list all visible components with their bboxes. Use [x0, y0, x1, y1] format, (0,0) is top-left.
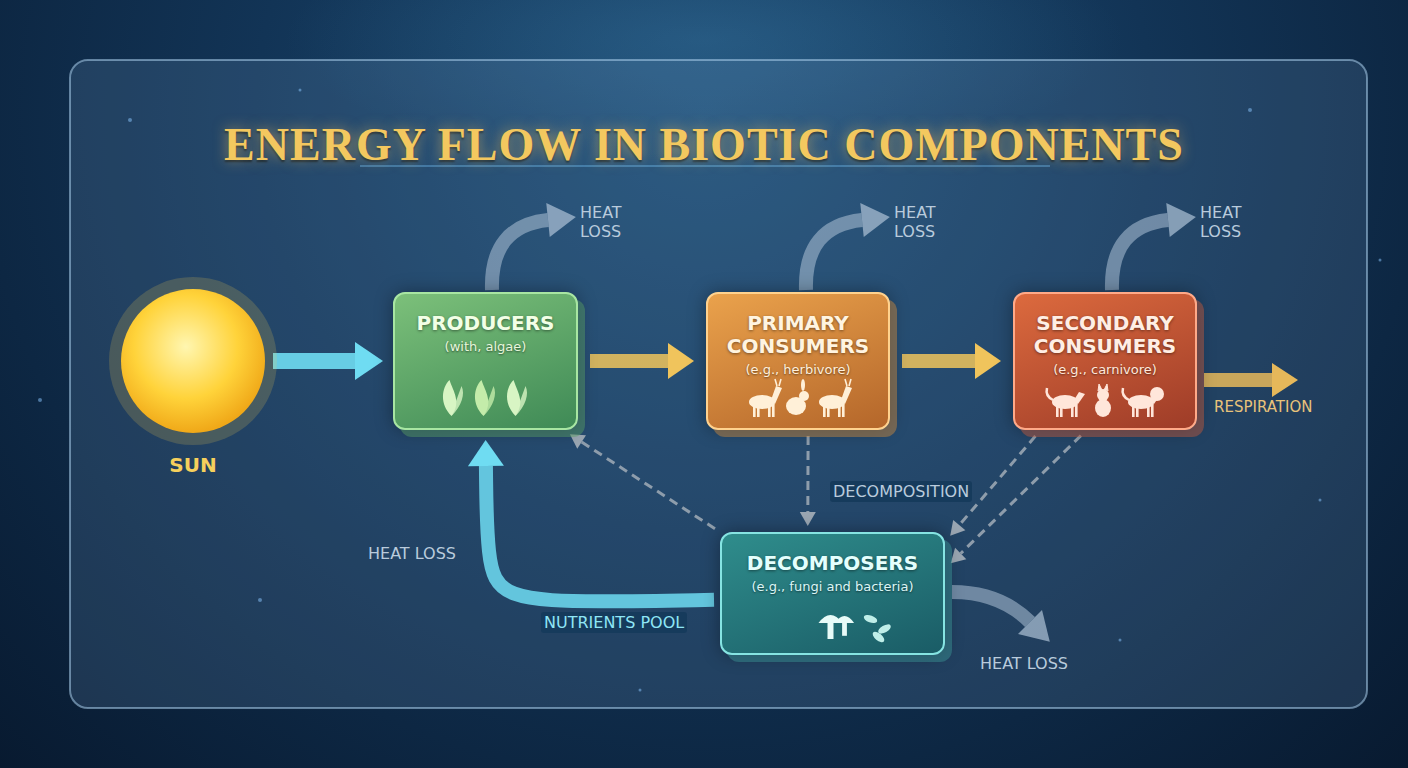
node-icon [395, 376, 576, 420]
node-icon [708, 376, 888, 420]
node-title: SECONDARY CONSUMERS [1023, 312, 1187, 358]
trophic-box: DECOMPOSERS (e.g., fungi and bacteria) [720, 532, 945, 655]
flow-arrow [486, 466, 714, 601]
edge-label: NUTRIENTS POOL [541, 612, 687, 633]
trophic-box: SECONDARY CONSUMERS (e.g., carnivore) [1013, 292, 1197, 430]
node-icon [1015, 376, 1195, 420]
heat-loss-label: HEAT LOSS [894, 203, 954, 241]
node-subtitle: (with, algae) [403, 339, 568, 354]
flow-arrow [273, 353, 355, 369]
flow-arrow [902, 354, 975, 368]
sun-shape [121, 289, 265, 433]
trophic-box: PRODUCERS (with, algae) [393, 292, 578, 430]
heat-loss-label: HEAT LOSS [368, 544, 478, 563]
panel [70, 60, 1367, 708]
node-icon [722, 601, 943, 645]
node-title: DECOMPOSERS [730, 552, 935, 575]
edge-label: DECOMPOSITION [830, 481, 972, 502]
heat-loss-label: HEAT LOSS [580, 203, 640, 241]
sun-circle: SUN [121, 289, 265, 433]
sparkles [38, 89, 1382, 692]
flow-arrow [582, 442, 715, 529]
node-title: PRIMARY CONSUMERS [716, 312, 880, 358]
heat-loss-label: HEAT LOSS [1200, 203, 1260, 241]
diagram-title: ENERGY FLOW IN BIOTIC COMPONENTS [104, 118, 1304, 171]
node-title: SUN [101, 453, 285, 477]
node-subtitle: (e.g., herbivore) [716, 362, 880, 377]
respiration-arrow [1204, 373, 1272, 387]
node-subtitle: (e.g., fungi and bacteria) [730, 579, 935, 594]
heat-loss-label: HEAT LOSS [980, 654, 1090, 673]
flow-arrow [806, 436, 809, 512]
flow-arrow [590, 354, 668, 368]
flow-arrow [961, 436, 1081, 554]
trophic-box: PRIMARY CONSUMERS (e.g., herbivore) [706, 292, 890, 430]
node-title: PRODUCERS [403, 312, 568, 335]
flow-label: RESPIRATION [1214, 398, 1344, 416]
node-subtitle: (e.g., carnivore) [1023, 362, 1187, 377]
